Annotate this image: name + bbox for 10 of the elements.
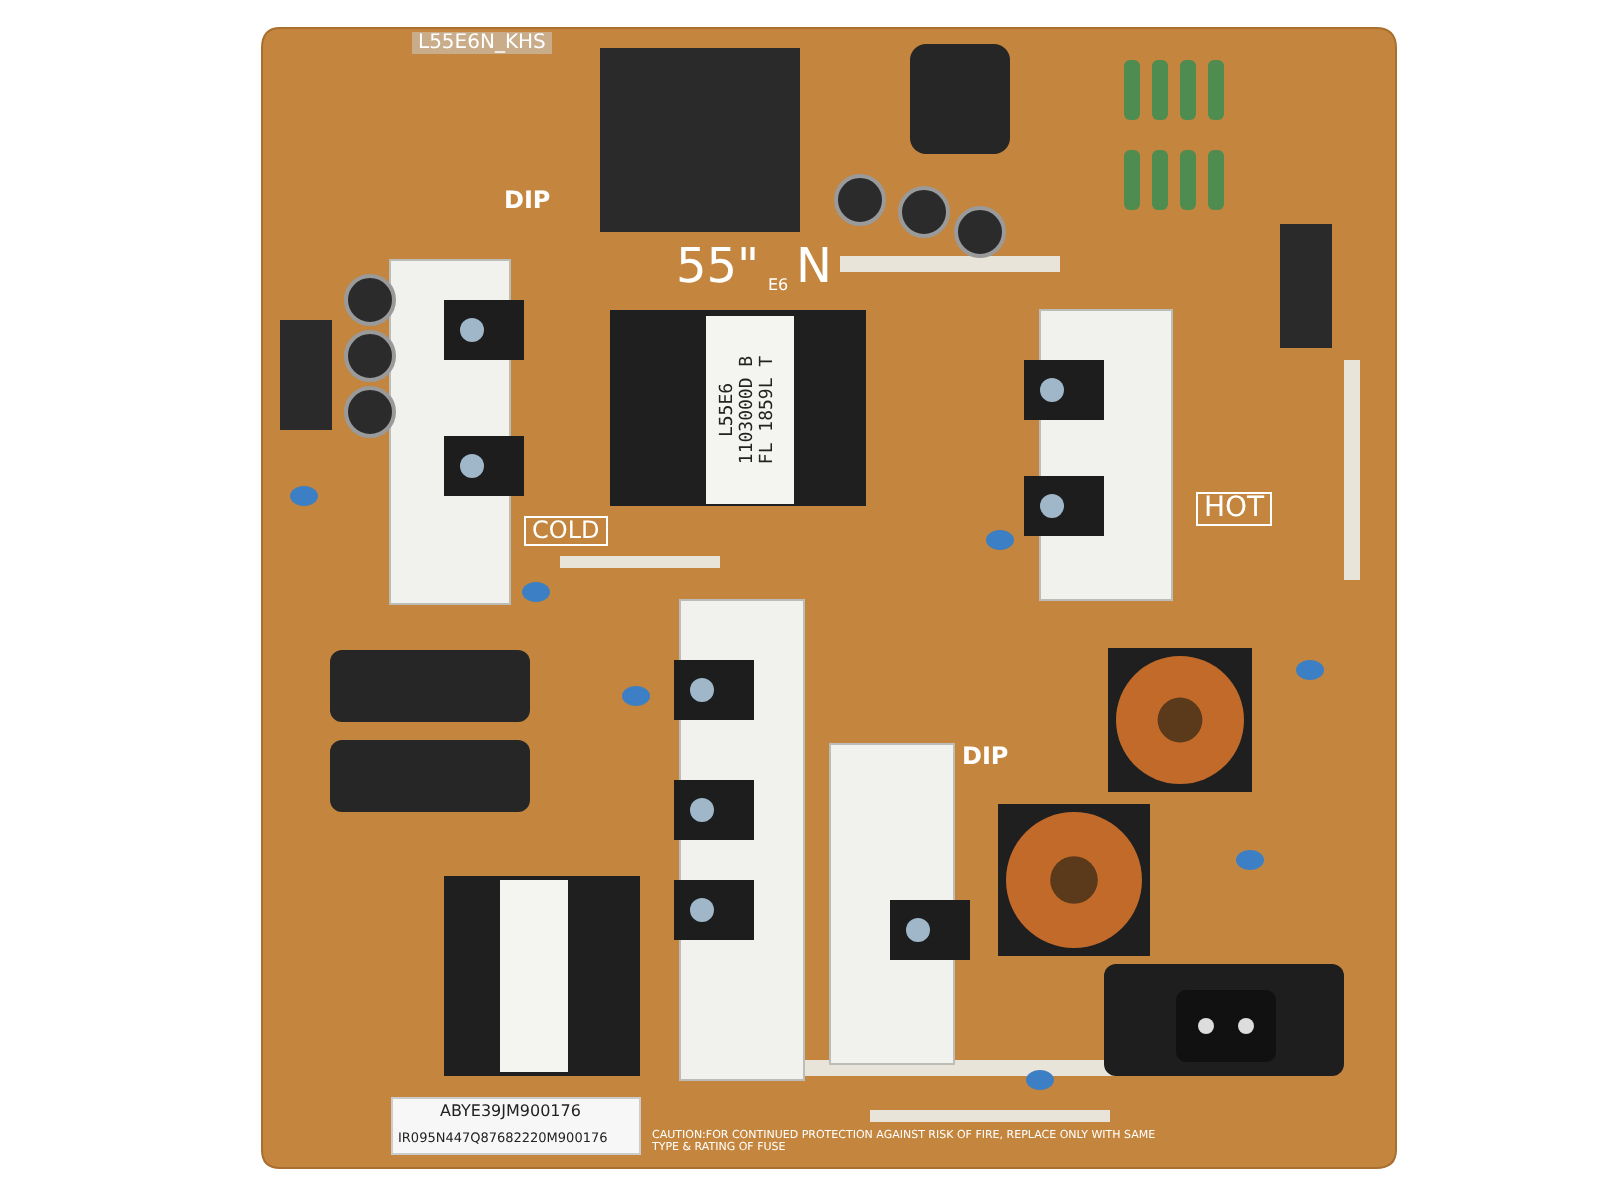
dip-label: DIP — [962, 744, 1009, 771]
model-number: L55E6N_KHS — [412, 32, 552, 54]
hot-side-label: HOT — [1196, 492, 1273, 527]
size-suffix: N — [796, 240, 832, 293]
serial-number: ABYE39JM900176 — [440, 1104, 581, 1122]
size-label: 55" — [676, 240, 760, 293]
transformer-marking: L55E6 1103000D B FL 1859L T — [720, 353, 780, 469]
dip-label: DIP — [504, 188, 551, 215]
series-label: E6 — [768, 278, 789, 296]
cold-side-label: COLD — [524, 516, 608, 547]
